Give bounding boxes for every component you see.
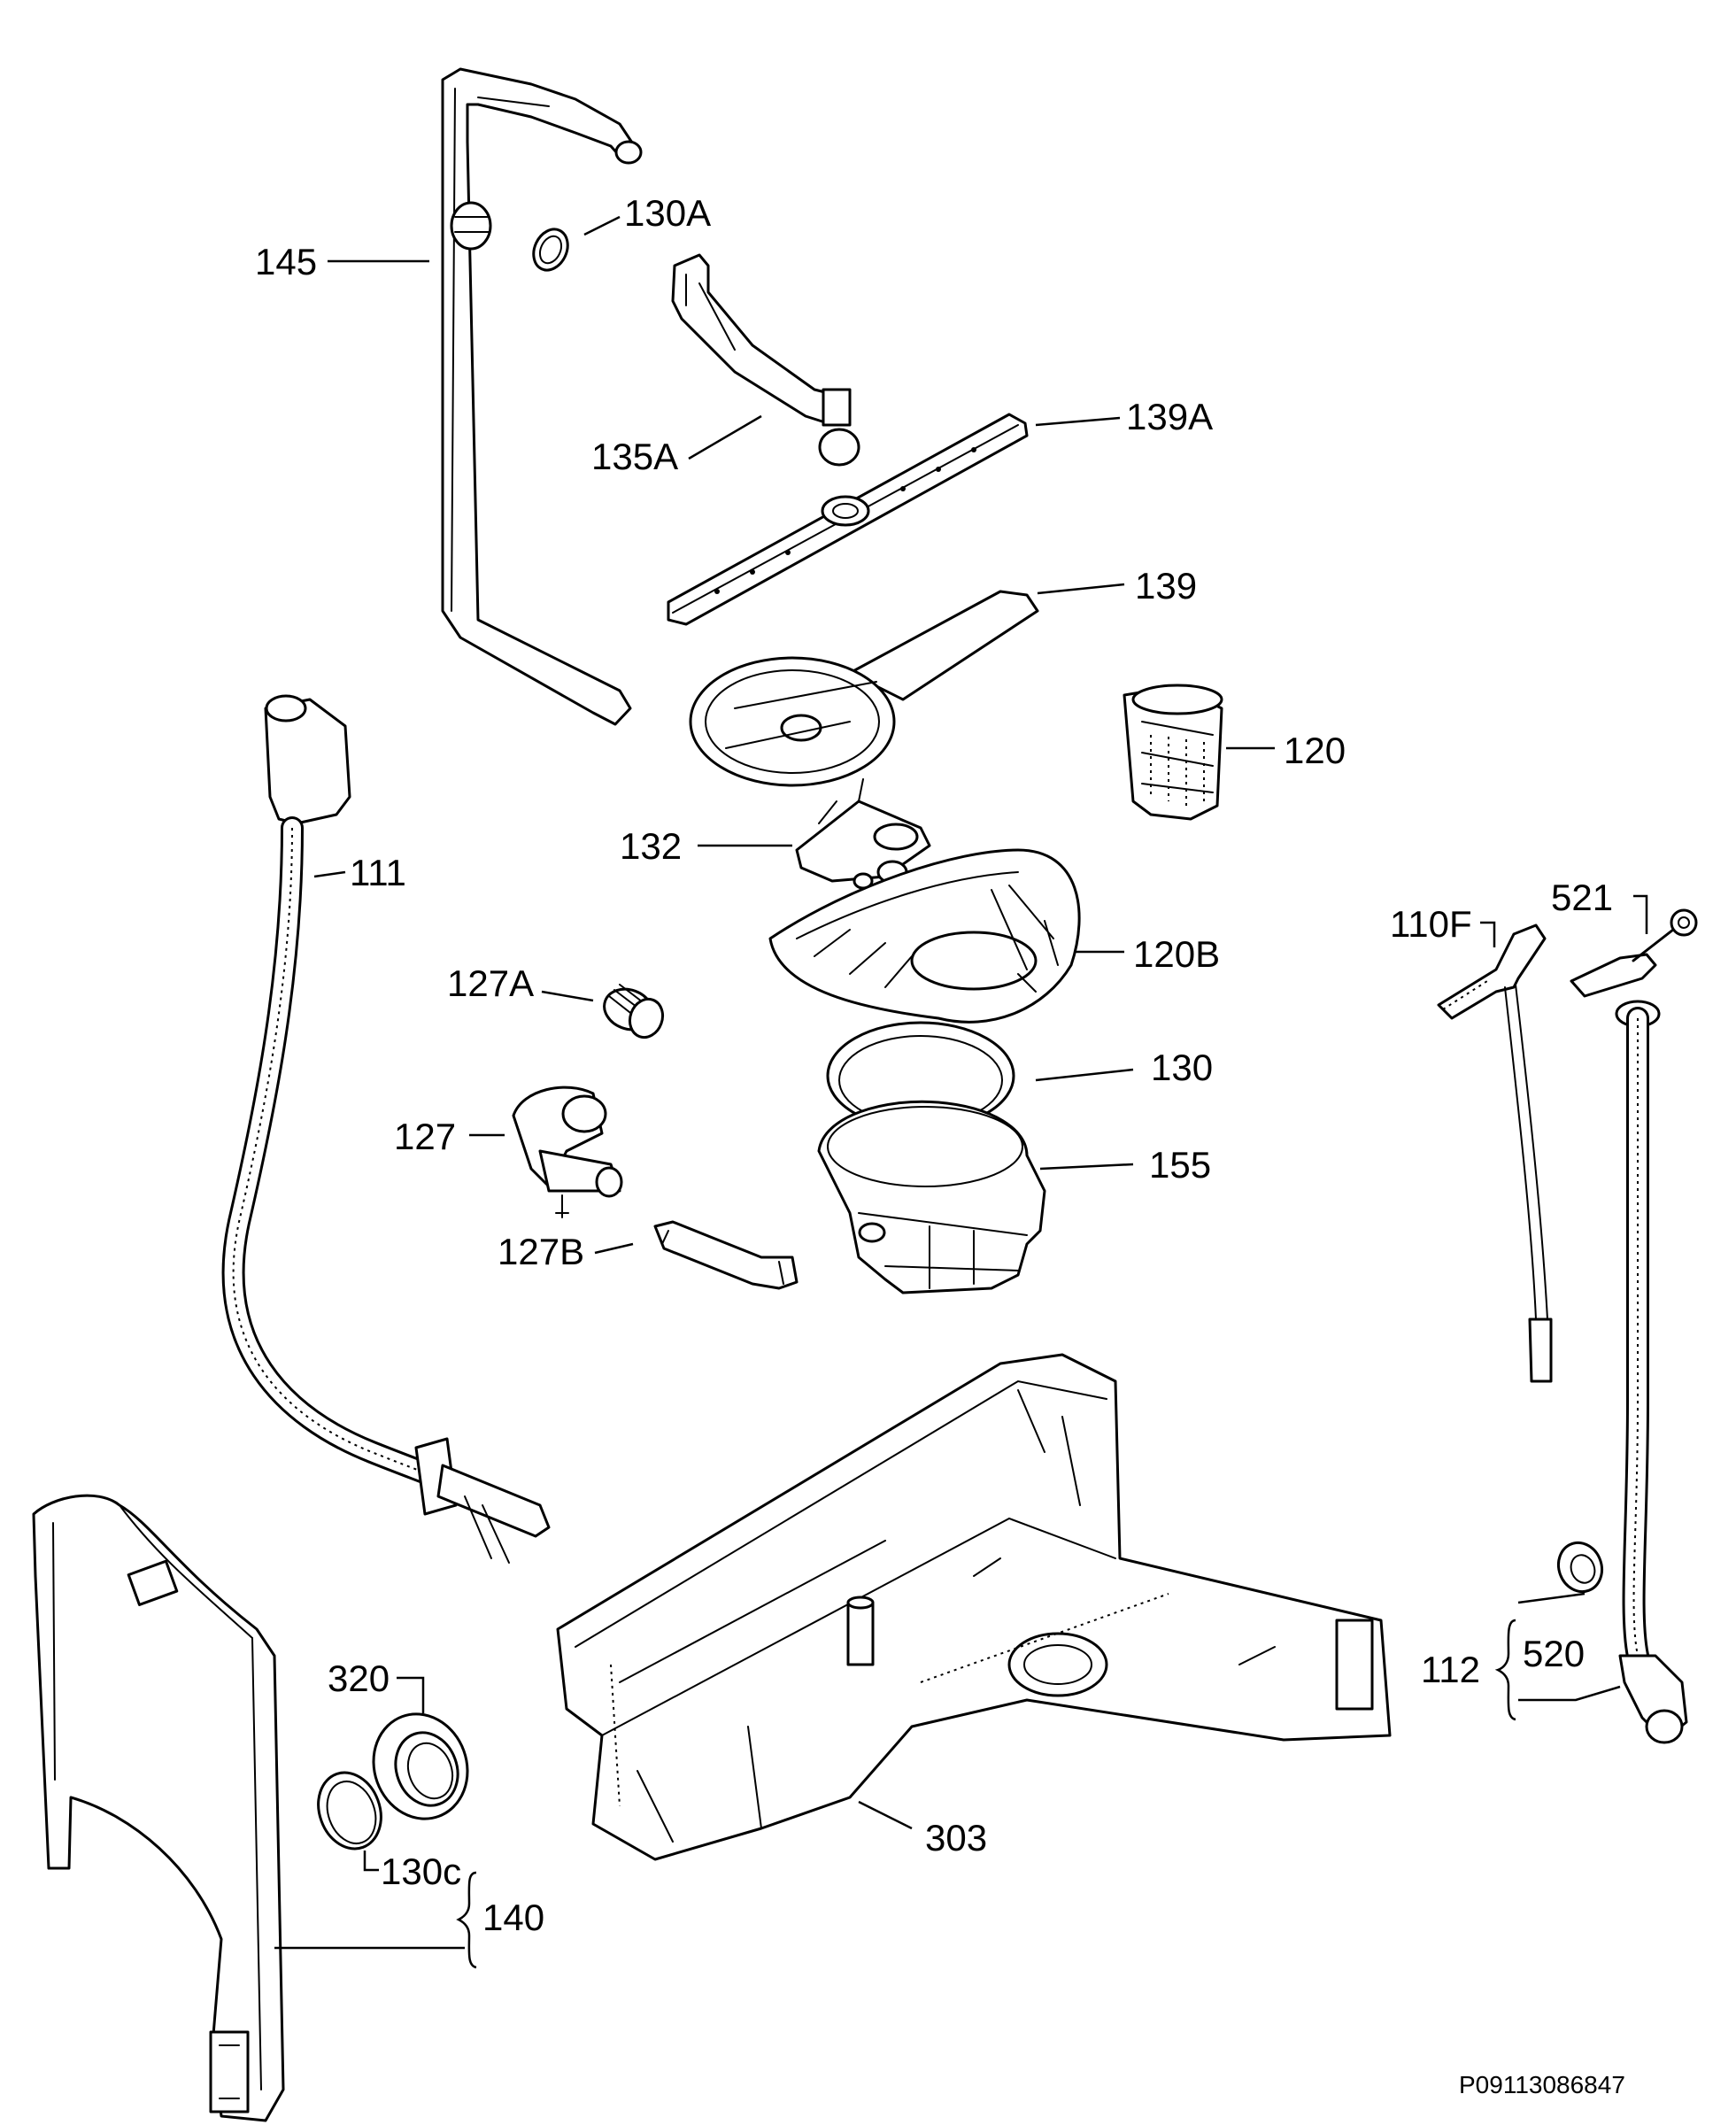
- part-120-filter[interactable]: [1123, 684, 1223, 821]
- label-130: 130: [1151, 1047, 1213, 1088]
- part-139-lower-spray-arm[interactable]: [689, 590, 1039, 787]
- part-155-sump[interactable]: [817, 1100, 1046, 1294]
- part-145-spray-pipe[interactable]: [441, 67, 643, 726]
- part-132-connector[interactable]: [795, 778, 931, 890]
- part-521-key[interactable]: [1570, 908, 1698, 998]
- part-520-clamp[interactable]: [1552, 1536, 1609, 1597]
- label-111: 111: [350, 852, 406, 893]
- part-135A-arm-support[interactable]: [671, 253, 860, 467]
- part-112-drain-hose[interactable]: [1615, 1000, 1688, 1744]
- label-112: 112: [1421, 1649, 1480, 1690]
- label-320: 320: [328, 1658, 390, 1699]
- label-155: 155: [1149, 1144, 1211, 1186]
- label-521: 521: [1551, 877, 1613, 918]
- label-135A: 135A: [591, 436, 678, 477]
- label-127A: 127A: [447, 962, 534, 1004]
- label-132: 132: [620, 825, 682, 867]
- label-127: 127: [394, 1116, 456, 1157]
- part-303-base[interactable]: [556, 1353, 1392, 1861]
- label-145: 145: [255, 241, 317, 282]
- callout-labels: 145 130A 135A 139A 139 120 111 132 120B …: [255, 192, 1625, 2098]
- part-110F-hose-insert[interactable]: [1437, 923, 1553, 1383]
- label-139: 139: [1135, 565, 1197, 607]
- label-520: 520: [1523, 1633, 1585, 1674]
- label-120B: 120B: [1133, 933, 1220, 975]
- part-127-elbow[interactable]: [512, 1086, 623, 1218]
- label-127B: 127B: [498, 1231, 584, 1272]
- part-127B-small-hose[interactable]: [653, 1220, 799, 1290]
- diagram-reference-code: P09113086847: [1459, 2071, 1625, 2098]
- part-130c-o-ring[interactable]: [308, 1764, 391, 1858]
- label-130A: 130A: [624, 192, 711, 234]
- label-130c: 130c: [381, 1851, 461, 1892]
- part-127A-ring-nut[interactable]: [598, 983, 667, 1042]
- label-110F: 110F: [1390, 903, 1472, 945]
- part-111-inlet-hose[interactable]: [221, 694, 551, 1564]
- leader-lines: [274, 215, 1648, 1969]
- part-120B-micro-filter[interactable]: [768, 848, 1081, 1024]
- label-120: 120: [1284, 730, 1346, 771]
- part-140-side-panel[interactable]: [32, 1494, 285, 2122]
- part-130A-o-ring[interactable]: [528, 224, 575, 276]
- label-303: 303: [925, 1817, 987, 1858]
- label-140: 140: [482, 1897, 544, 1938]
- label-139A: 139A: [1126, 396, 1213, 437]
- part-320-seal[interactable]: [359, 1701, 482, 1832]
- part-139A-upper-spray-arm[interactable]: [667, 413, 1029, 626]
